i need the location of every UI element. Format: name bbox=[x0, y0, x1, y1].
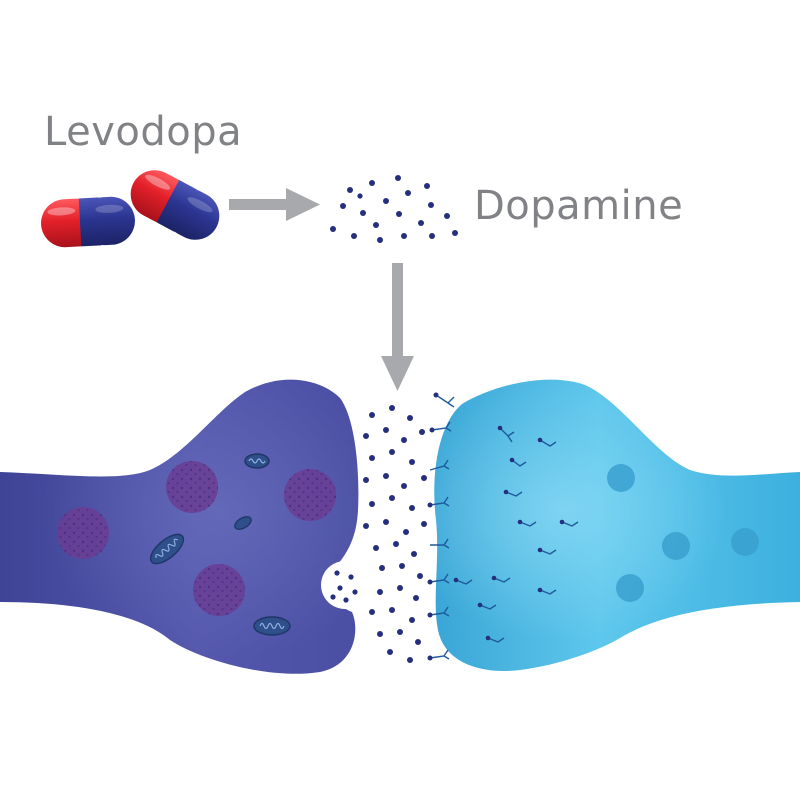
arrow-down-icon bbox=[381, 263, 414, 391]
levodopa-label: Levodopa bbox=[44, 109, 243, 155]
vesicle bbox=[57, 507, 109, 559]
vesicle bbox=[731, 528, 759, 556]
vesicle bbox=[616, 574, 644, 602]
arrow-right-icon bbox=[229, 188, 320, 221]
mitochondrion bbox=[234, 516, 252, 530]
dopamine-label: Dopamine bbox=[474, 183, 684, 229]
mitochondrion bbox=[253, 616, 291, 636]
vesicle bbox=[662, 532, 690, 560]
mitochondrion bbox=[244, 453, 270, 469]
postsynaptic-neuron bbox=[434, 379, 800, 672]
capsule-icon bbox=[41, 196, 135, 248]
receptor-bound-dopamine bbox=[427, 392, 565, 661]
vesicle bbox=[607, 464, 635, 492]
vesicle bbox=[284, 469, 336, 521]
vesicle bbox=[166, 461, 218, 513]
presynaptic-neuron bbox=[0, 379, 369, 674]
synaptic-cleft-dopamine bbox=[363, 405, 427, 663]
dopamine-molecules-cluster bbox=[330, 175, 458, 243]
receptors bbox=[429, 394, 579, 660]
mitochondrion bbox=[149, 533, 185, 565]
capsule-icon bbox=[130, 170, 220, 240]
vesicle bbox=[193, 564, 245, 616]
